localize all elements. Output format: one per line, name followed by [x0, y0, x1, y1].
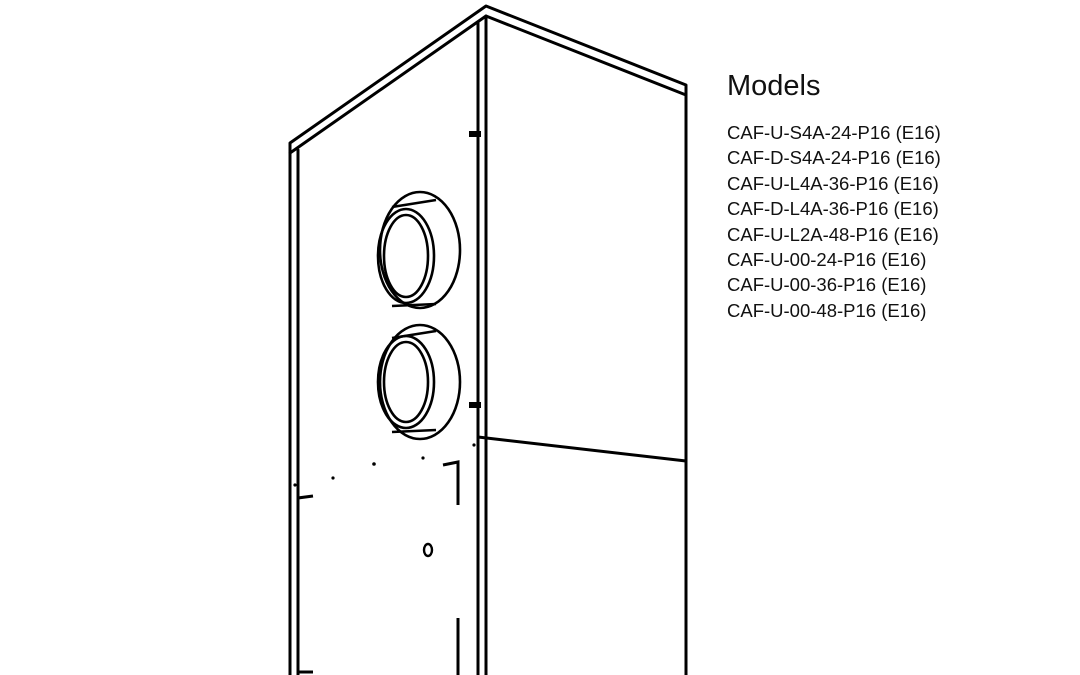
model-item: CAF-U-L2A-48-P16 (E16): [727, 223, 939, 245]
upper-latch-mark: [469, 131, 481, 137]
panel-screws: [293, 443, 476, 487]
model-item: CAF-U-00-24-P16 (E16): [727, 249, 927, 271]
cabinet-top-outline: [288, 4, 688, 675]
upper-duct-collar: [376, 190, 462, 310]
models-list: CAF-U-S4A-24-P16 (E16) CAF-D-S4A-24-P16 …: [727, 120, 941, 323]
lower-latch-mark: [469, 402, 481, 408]
model-item: CAF-D-S4A-24-P16 (E16): [727, 147, 941, 169]
right-panel-seam: [476, 435, 688, 463]
models-panel: Models CAF-U-S4A-24-P16 (E16) CAF-D-S4A-…: [727, 68, 941, 323]
model-item: CAF-D-L4A-36-P16 (E16): [727, 198, 939, 220]
knockout-hole: [422, 542, 434, 558]
model-item: CAF-U-00-36-P16 (E16): [727, 274, 927, 296]
model-item: CAF-U-L4A-36-P16 (E16): [727, 172, 939, 194]
model-item: CAF-U-S4A-24-P16 (E16): [727, 122, 941, 143]
cabinet-top-rim: [288, 14, 688, 155]
access-panel-brackets: [296, 460, 460, 675]
model-item: CAF-U-00-48-P16 (E16): [727, 299, 927, 321]
models-heading: Models: [727, 70, 821, 102]
lower-duct-collar: [376, 323, 462, 441]
